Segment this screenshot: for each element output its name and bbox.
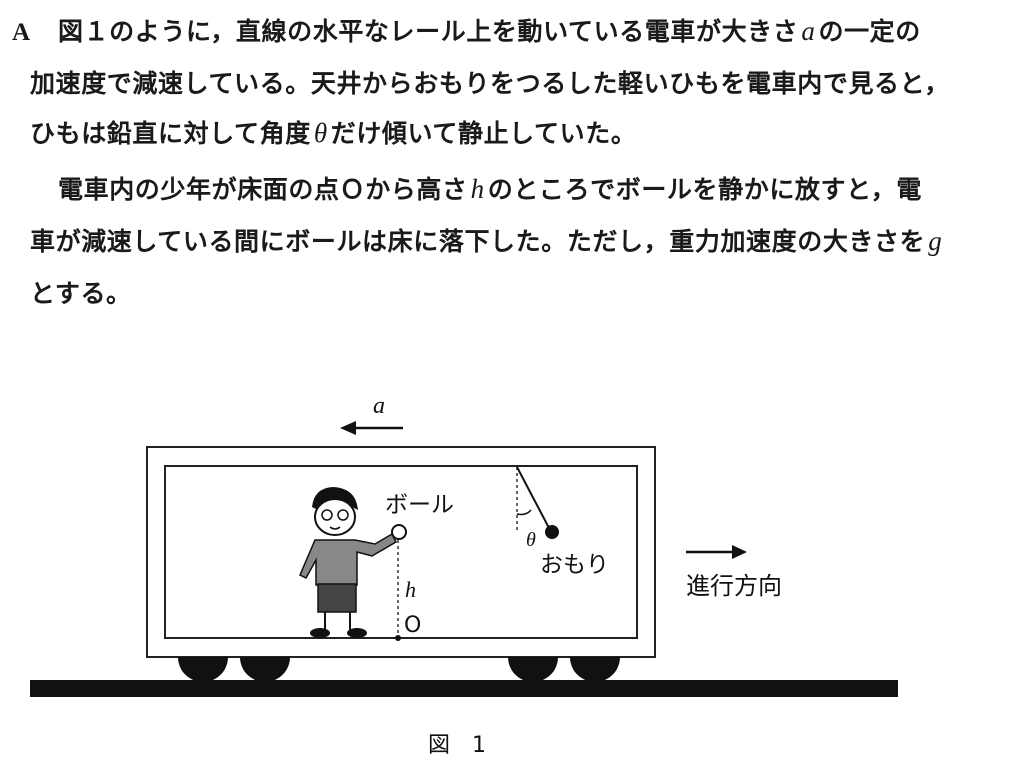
variable-g: g [928, 226, 943, 256]
wheel-base [255, 672, 275, 682]
wheel [570, 657, 620, 682]
point-o-marker [395, 635, 401, 641]
problem-label: A [12, 19, 31, 46]
weight-label: おもり [540, 552, 609, 578]
boy-figure [299, 487, 397, 638]
text: 車が減速している間にボールは床に落下した。ただし，重力加速度の大きさを [30, 227, 926, 256]
angle-label: θ [526, 529, 536, 551]
pendulum [516, 466, 559, 539]
wheels [178, 657, 620, 682]
problem-line-6: とする。 [30, 274, 132, 310]
direction-label: 進行方向 [686, 572, 782, 600]
string [516, 466, 550, 529]
text: 図１のように，直線の水平なレール上を動いている電車が大きさ [57, 17, 799, 46]
ball [391, 524, 407, 540]
text: 電車内の少年が床面の点Ｏから高さ [58, 175, 468, 204]
variable-h: h [470, 174, 485, 204]
wheel-base [193, 672, 213, 682]
ball-label: ボール [385, 492, 454, 518]
figure-caption: 図 1 [428, 733, 486, 758]
text: とする。 [30, 279, 132, 308]
height-label: h [405, 577, 416, 602]
text: のところでボールを静かに放すと，電 [487, 175, 922, 204]
variable-a: a [801, 16, 816, 46]
direction-arrow [686, 545, 747, 559]
wheel-base [523, 672, 543, 682]
variable-theta: θ [313, 118, 328, 148]
rail [30, 680, 898, 697]
wheel [240, 657, 290, 682]
text: の一定の [818, 17, 921, 46]
weight-bob [545, 525, 559, 539]
angle-arc [516, 509, 532, 516]
wheel [508, 657, 558, 682]
text: 加速度で減速している。天井からおもりをつるした軽いひもを電車内で見ると， [30, 69, 950, 98]
point-o-label: O [404, 613, 421, 638]
wheel-base [585, 672, 605, 682]
accel-label: a [373, 393, 385, 419]
problem-line-2: 加速度で減速している。天井からおもりをつるした軽いひもを電車内で見ると， [30, 64, 950, 100]
acceleration-arrow [340, 421, 403, 435]
text: ひもは鉛直に対して角度 [30, 119, 311, 148]
text: だけ傾いて静止していた。 [330, 119, 637, 148]
wheel [178, 657, 228, 682]
